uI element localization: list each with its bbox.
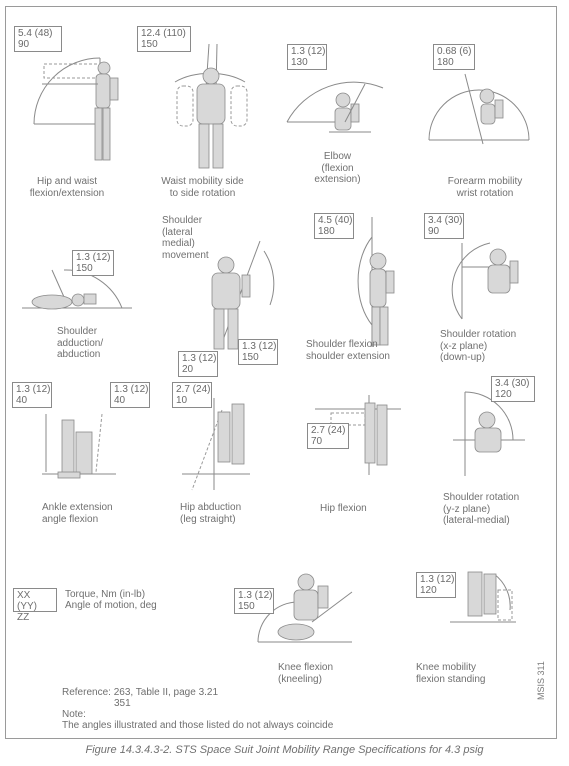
reference-note: Reference: 263, Table II, page 3.21 351 … [62, 687, 333, 731]
figure-shoulder-rotation-xz: 3.4 (30) 90 Shoulder rotation (x-z plane… [418, 213, 548, 373]
torque-value: 1.3 (12) [76, 252, 110, 263]
torque-value-2: 1.3 (12) [182, 353, 214, 364]
knee-kneeling-label: Knee flexion (kneeling) [278, 662, 372, 685]
angle-value: 120 [495, 389, 531, 400]
angle-value-2: 20 [182, 364, 214, 375]
torque-value: 1.3 (12) [242, 341, 274, 352]
ankle-values-2: 1.3 (12) 40 [110, 382, 150, 408]
shoulder-lateral-medial-values-2: 1.3 (12) 20 [178, 351, 218, 377]
torque-value: 3.4 (30) [495, 378, 531, 389]
shoulder-lateral-medial-label: Shoulder (lateral medial) movement [162, 215, 232, 261]
angle-value: 150 [238, 601, 270, 612]
angle-value-2: 40 [114, 395, 146, 406]
elbow-values: 1.3 (12) 130 [287, 44, 327, 70]
note-title: Note: [62, 709, 333, 720]
torque-value: 3.4 (30) [428, 215, 460, 226]
torque-value: 1.3 (12) [238, 590, 270, 601]
figure-hip-waist: 5.4 (48) 90 Hip and waist flexion/extens… [12, 24, 122, 199]
torque-value: 1.3 (12) [420, 574, 452, 585]
legend-box-bottom: ZZ [17, 612, 53, 623]
torque-value-2: 1.3 (12) [114, 384, 146, 395]
figure-shoulder-flexion: 4.5 (40) 180 Shoulder flexion shoulder e… [300, 213, 400, 363]
hip-flexion-label: Hip flexion [320, 503, 400, 515]
shoulder-rotation-xz-values: 3.4 (30) 90 [424, 213, 464, 239]
shoulder-adduction-values: 1.3 (12) 150 [72, 250, 114, 276]
hip-flexion-values: 2.7 (24) 70 [307, 423, 349, 449]
legend-angle-text: Angle of motion, deg [65, 600, 157, 611]
angle-value: 130 [291, 57, 323, 68]
figure-knee-standing: 1.3 (12) 120 Knee mobility flexion stand… [410, 568, 540, 696]
angle-value: 180 [437, 57, 471, 68]
torque-value: 4.5 (40) [318, 215, 350, 226]
angle-value: 150 [242, 352, 274, 363]
hip-waist-values: 5.4 (48) 90 [14, 26, 62, 52]
shoulder-rotation-yz-values: 3.4 (30) 120 [491, 376, 535, 402]
figure-shoulder-adduction: 1.3 (12) 150 Shoulder adduction/ abducti… [22, 248, 142, 366]
ankle-values: 1.3 (12) 40 [12, 382, 52, 408]
figure-caption: Figure 14.3.4.3-2. STS Space Suit Joint … [0, 744, 569, 756]
angle-value: 70 [311, 436, 345, 447]
angle-value: 180 [318, 226, 350, 237]
shoulder-rotation-yz-label: Shoulder rotation (y-z plane) (lateral-m… [443, 492, 550, 527]
knee-standing-values: 1.3 (12) 120 [416, 572, 456, 598]
waist-rotation-values: 12.4 (110) 150 [137, 26, 191, 52]
hip-abduction-values: 2.7 (24) 10 [172, 382, 212, 408]
figure-shoulder-lateral-medial: Shoulder (lateral medial) movement 1.3 (… [160, 213, 295, 378]
angle-value: 90 [18, 39, 58, 50]
angle-value: 90 [428, 226, 460, 237]
figure-shoulder-rotation-yz: 3.4 (30) 120 Shoulder rotation (y-z plan… [425, 372, 550, 532]
torque-value: 12.4 (110) [141, 28, 187, 39]
note-text: The angles illustrated and those listed … [62, 720, 333, 731]
legend-box: XX (YY) ZZ [13, 588, 57, 612]
shoulder-lateral-medial-values: 1.3 (12) 150 [238, 339, 278, 365]
torque-value: 5.4 (48) [18, 28, 58, 39]
angle-value: 120 [420, 585, 452, 596]
figure-knee-kneeling: 1.3 (12) 150 Knee flexion (kneeling) [232, 562, 372, 692]
figure-hip-abduction: 2.7 (24) 10 Hip abduction (leg straight) [172, 380, 282, 530]
figure-ankle: 1.3 (12) 40 1.3 (12) 40 Ankle extension … [12, 380, 152, 530]
reference-line: Reference: 263, Table II, page 3.21 [62, 687, 333, 698]
torque-value: 0.68 (6) [437, 46, 471, 57]
shoulder-flexion-label: Shoulder flexion shoulder extension [306, 339, 406, 362]
knee-kneeling-values: 1.3 (12) 150 [234, 588, 274, 614]
waist-rotation-label: Waist mobility side to side rotation [135, 176, 270, 199]
figure-hip-flexion: 2.7 (24) 70 Hip flexion [305, 395, 415, 525]
knee-standing-label: Knee mobility flexion standing [416, 662, 536, 685]
hip-waist-label: Hip and waist flexion/extension [12, 176, 122, 199]
figure-waist-rotation: 12.4 (110) 150 Waist mobility side to si… [135, 24, 270, 199]
torque-value: 1.3 (12) [291, 46, 323, 57]
ankle-label: Ankle extension angle flexion [42, 502, 152, 525]
hip-abduction-label: Hip abduction (leg straight) [180, 502, 282, 525]
legend-text: Torque, Nm (in-lb) Angle of motion, deg [65, 589, 157, 611]
elbow-label: Elbow (flexion extension) [285, 151, 390, 186]
reference-line-2: 351 [62, 698, 333, 709]
shoulder-flexion-values: 4.5 (40) 180 [314, 213, 354, 239]
shoulder-adduction-label: Shoulder adduction/ abduction [57, 326, 142, 361]
figure-elbow: 1.3 (12) 130 Elbow (flexion extension) [285, 44, 390, 204]
msis-code: MSIS 311 [536, 661, 546, 700]
angle-value: 40 [16, 395, 48, 406]
torque-value: 2.7 (24) [176, 384, 208, 395]
forearm-label: Forearm mobility wrist rotation [425, 176, 545, 199]
torque-value: 2.7 (24) [311, 425, 345, 436]
forearm-values: 0.68 (6) 180 [433, 44, 475, 70]
shoulder-rotation-xz-label: Shoulder rotation (x-z plane) (down-up) [440, 329, 548, 364]
figure-forearm: 0.68 (6) 180 Forearm mobility wrist rota… [425, 44, 545, 204]
legend-torque-text: Torque, Nm (in-lb) [65, 589, 157, 600]
angle-value: 150 [76, 263, 110, 274]
torque-value: 1.3 (12) [16, 384, 48, 395]
legend-box-top: XX (YY) [17, 590, 53, 612]
angle-value: 10 [176, 395, 208, 406]
angle-value: 150 [141, 39, 187, 50]
